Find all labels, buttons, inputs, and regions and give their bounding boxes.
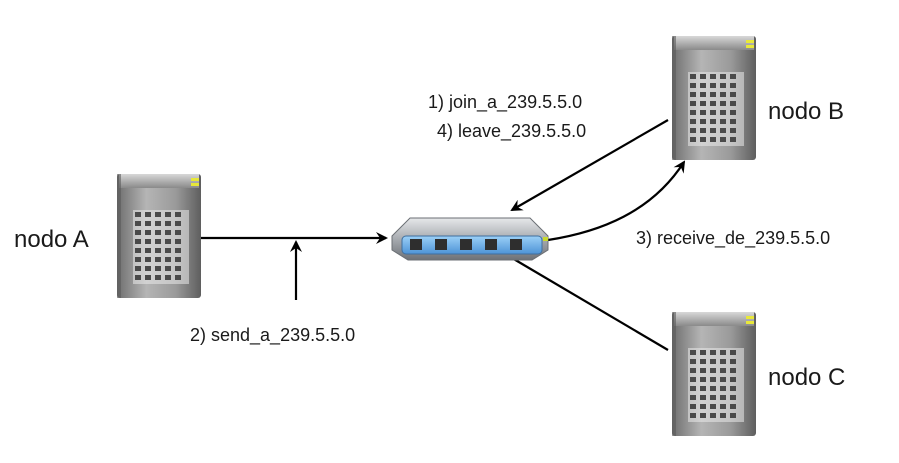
join-leave-arrow: [510, 119, 669, 211]
server-icon-node-b: [672, 36, 756, 160]
receive-arrow: [547, 160, 686, 242]
node-a-label: nodo A: [14, 226, 89, 253]
link-hub-to-c: [511, 257, 669, 351]
network-switch-icon: [391, 217, 549, 261]
server-icon-node-c: [672, 312, 756, 436]
join-step-label: 1) join_a_239.5.5.0: [428, 92, 583, 112]
server-icon-node-a: [117, 174, 201, 298]
node-c-label: nodo C: [768, 364, 846, 391]
send-step-label: 2) send_a_239.5.5.0: [190, 325, 356, 345]
node-b-label: nodo B: [768, 98, 845, 125]
leave-step-label: 4) leave_239.5.5.0: [437, 121, 587, 141]
receive-step-label: 3) receive_de_239.5.5.0: [636, 228, 831, 248]
